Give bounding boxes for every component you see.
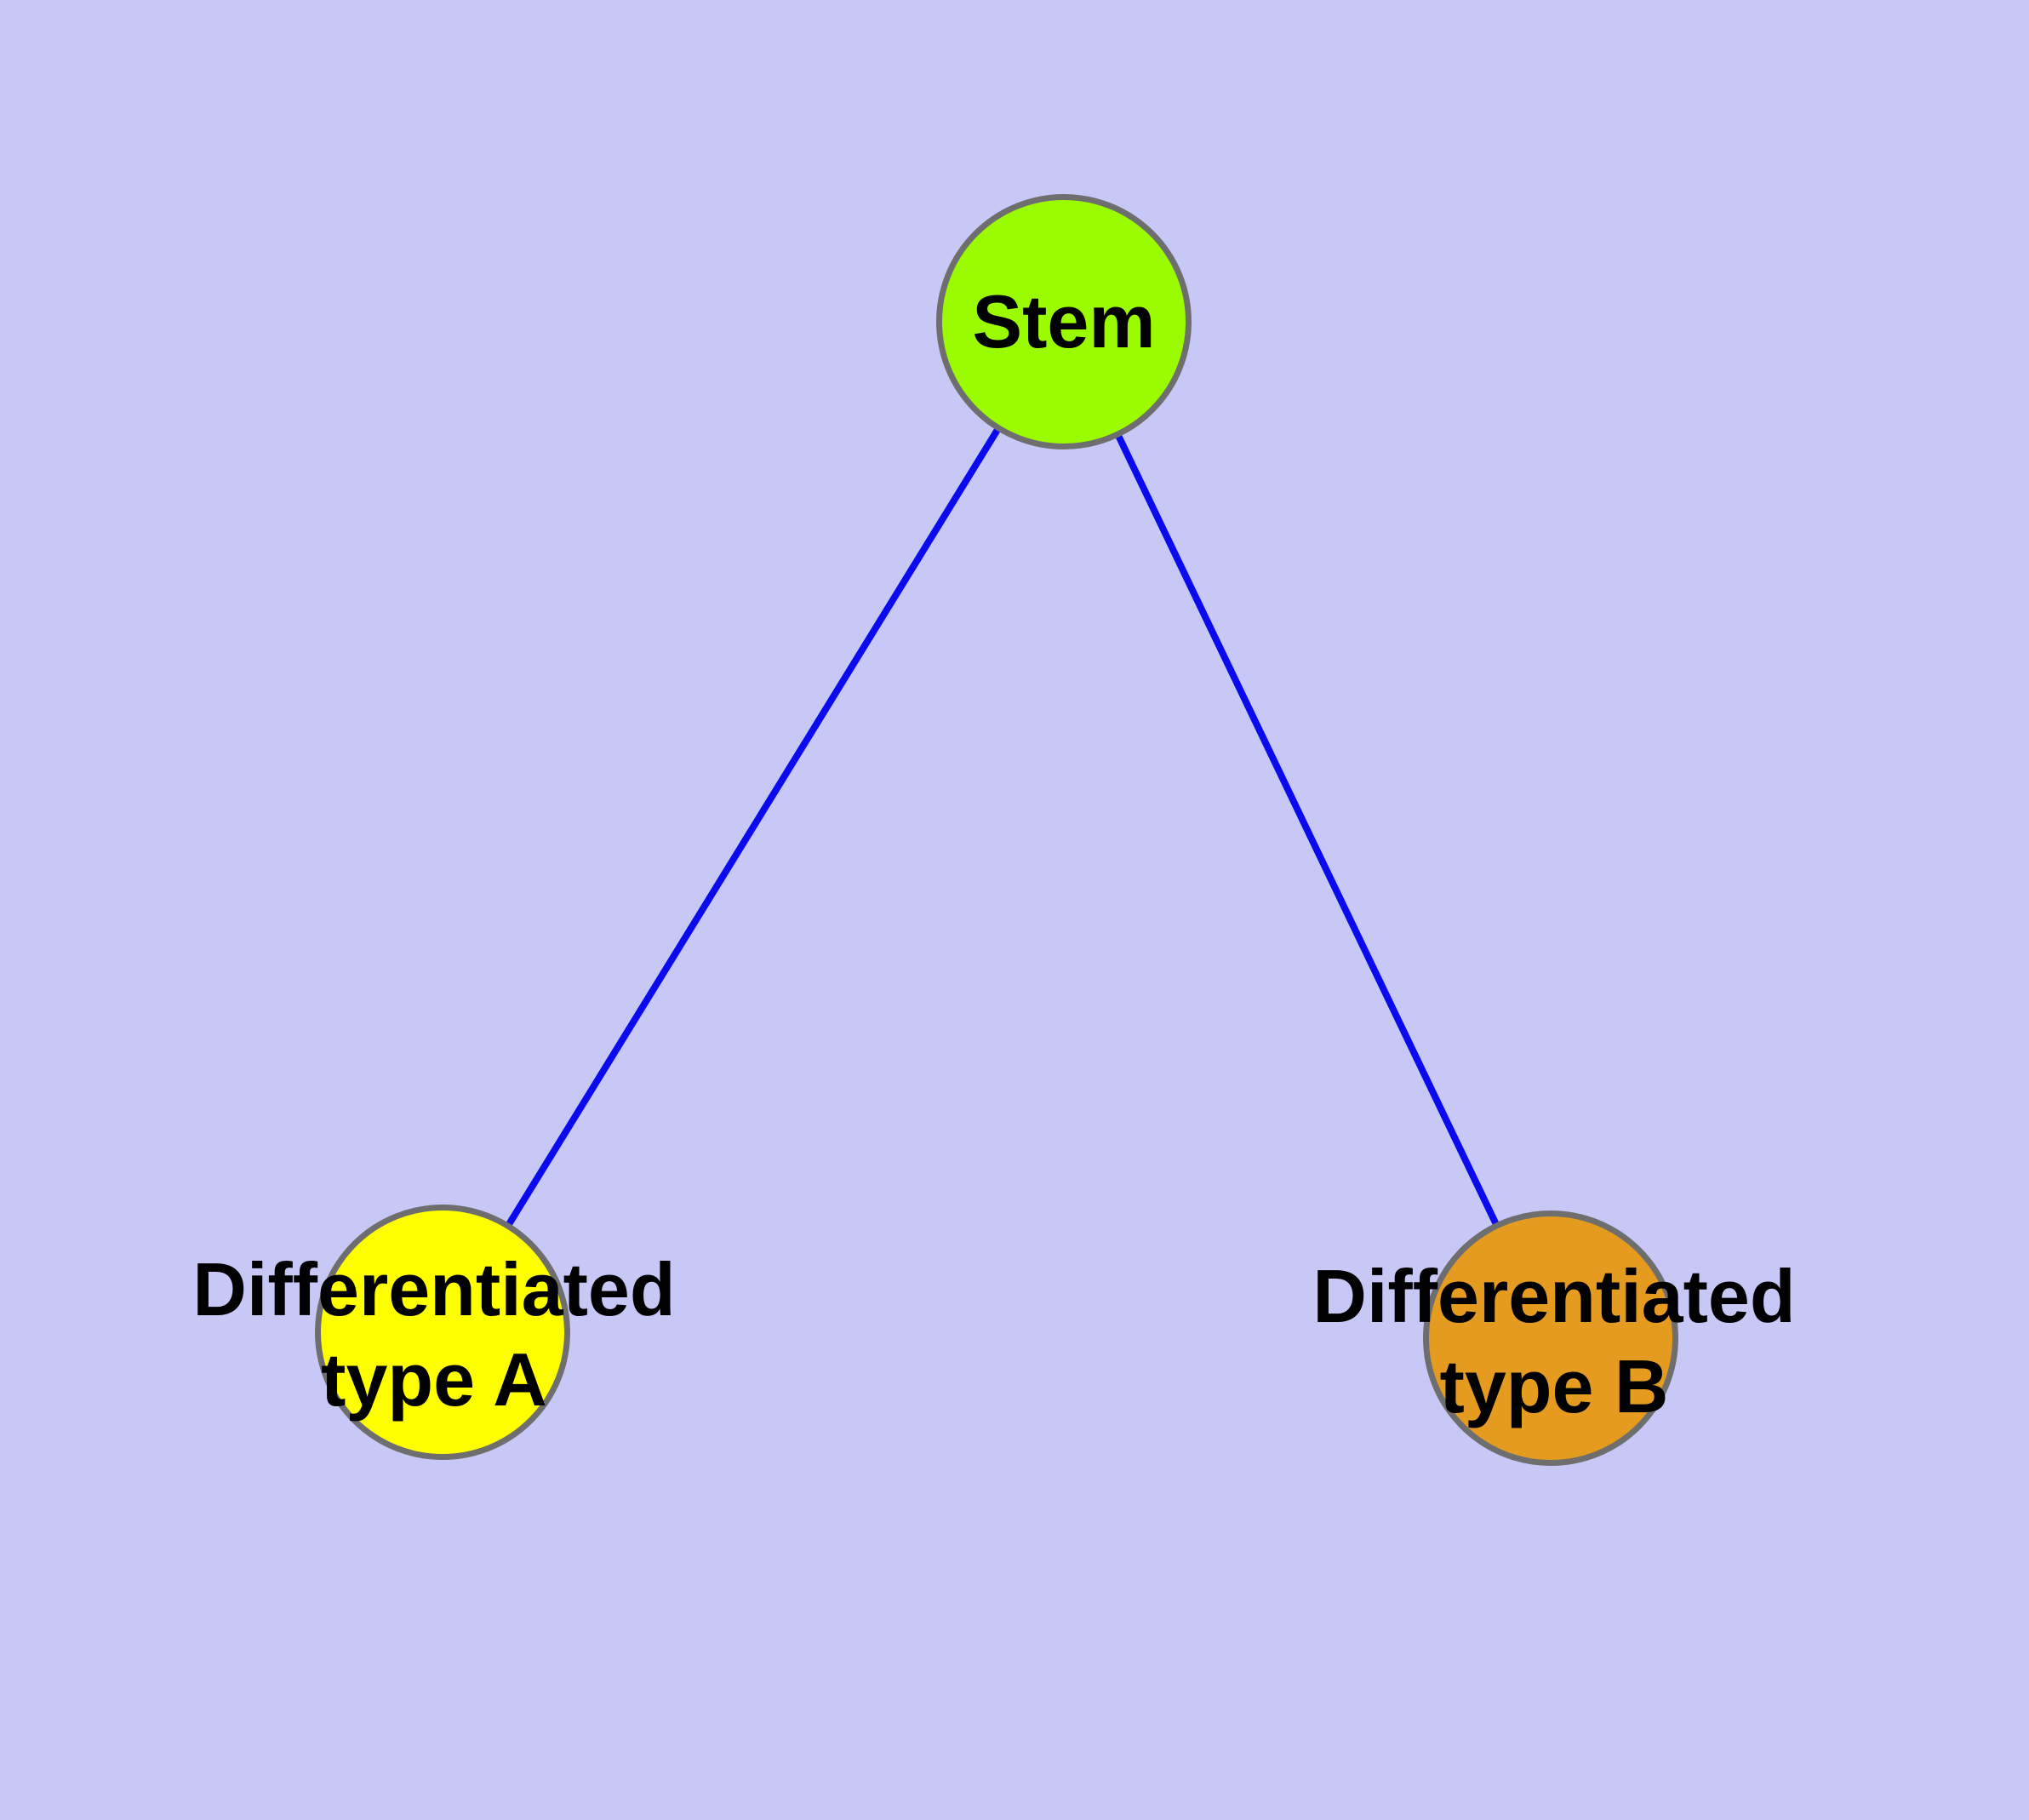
node-differentiated-type-a-label: Differentiated type A <box>192 1247 676 1422</box>
node-differentiated-type-b-label: Differentiated type B <box>1312 1254 1796 1428</box>
node-stem-circle <box>936 194 1192 449</box>
node-differentiated-type-a-circle <box>315 1205 570 1460</box>
edge-stem-to-type-b <box>1060 320 1554 1340</box>
node-stem-label: Stem <box>972 279 1156 363</box>
node-differentiated-type-b-circle <box>1423 1210 1678 1466</box>
edge-stem-to-type-a <box>439 319 1067 1335</box>
